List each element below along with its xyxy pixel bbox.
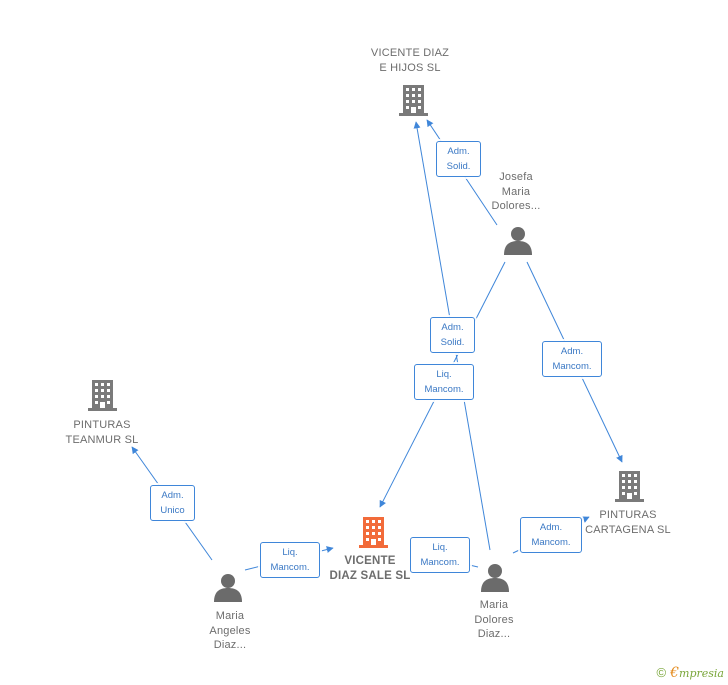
- copyright-icon: ©: [656, 665, 667, 680]
- node-label-maria-dolores[interactable]: Maria Dolores Diaz...: [474, 599, 514, 640]
- person-icon[interactable]: [502, 226, 534, 256]
- brand-footer: ©€mpresia: [657, 665, 724, 681]
- node-label-josefa[interactable]: Josefa Maria Dolores...: [491, 171, 541, 212]
- node-label-pinturas-cartagena[interactable]: PINTURAS CARTAGENA SL: [585, 509, 671, 536]
- edge-label-angeles-to-teanmur[interactable]: Adm. Unico: [150, 485, 195, 521]
- node-label-vicente-diaz-sale[interactable]: VICENTE DIAZ SALE SL: [329, 555, 411, 582]
- edge-label-dolores-to-sale[interactable]: Liq. Mancom.: [410, 537, 470, 573]
- person-icon[interactable]: [479, 563, 511, 593]
- edge-label-josefa-to-sale[interactable]: Liq. Mancom.: [414, 364, 474, 400]
- node-label-maria-angeles[interactable]: Maria Angeles Diaz...: [209, 610, 251, 651]
- building-icon[interactable]: [86, 378, 119, 412]
- brand-logo-mark: €: [670, 665, 680, 681]
- edge-label-josefa-to-cartagena[interactable]: Adm. Mancom.: [542, 341, 602, 377]
- building-icon[interactable]: [397, 83, 430, 117]
- edge-label-angeles-to-sale[interactable]: Liq. Mancom.: [260, 542, 320, 578]
- edge-label-dolores-to-hijos[interactable]: Adm. Solid.: [430, 317, 475, 353]
- person-icon[interactable]: [212, 573, 244, 603]
- building-icon[interactable]: [613, 469, 646, 503]
- building-main-icon[interactable]: [357, 515, 390, 549]
- edge-label-josefa-to-hijos[interactable]: Adm. Solid.: [436, 141, 481, 177]
- brand-logo-text: mpresia: [679, 667, 724, 680]
- node-label-pinturas-teanmur[interactable]: PINTURAS TEANMUR SL: [65, 419, 139, 446]
- edge-label-dolores-to-cartagena[interactable]: Adm. Mancom.: [520, 517, 582, 553]
- node-label-vicente-diaz-hijos[interactable]: VICENTE DIAZ E HIJOS SL: [370, 47, 450, 74]
